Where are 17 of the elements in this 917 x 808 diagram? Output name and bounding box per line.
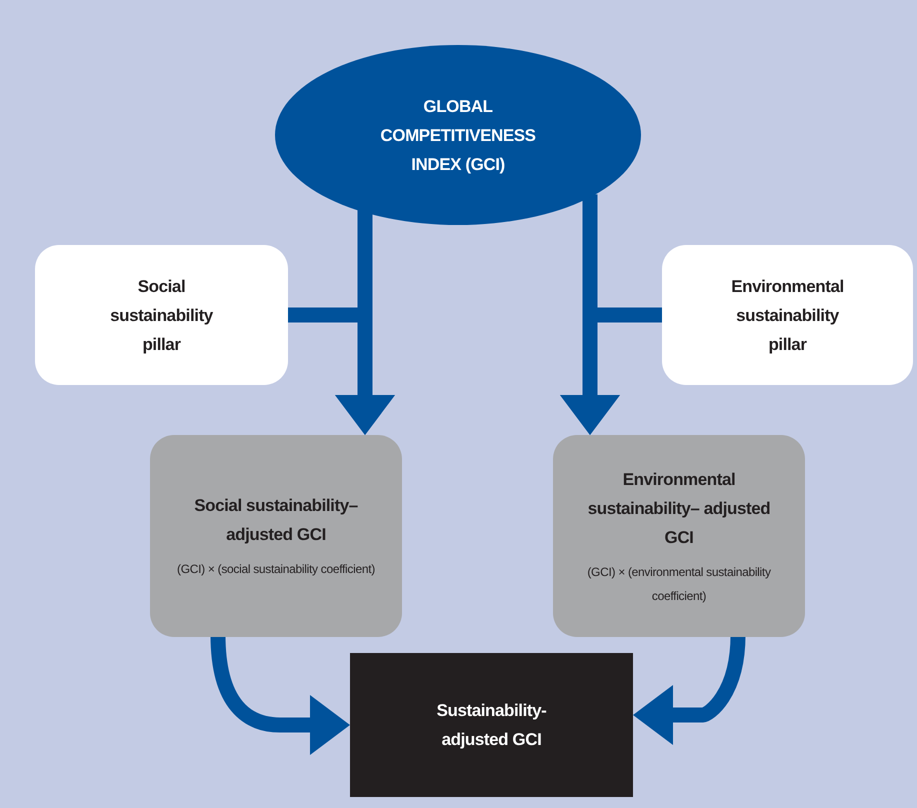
node-title: Environmental sustainability– adjusted GCI [586,468,772,548]
arrow [560,308,662,435]
formula-text: (GCI) × (social sustainability coefficient) [176,561,376,578]
node-title: GLOBAL COMPETITIVENESS INDEX (GCI) [379,96,537,176]
pillar-box [35,245,288,385]
node-title: Social sustainability pillar [109,276,214,356]
formula-text: (GCI) × (environmental sustainability coefficient) [586,564,772,604]
adjusted-index-box [150,435,402,637]
node-title: Social sustainability– adjusted GCI [193,495,359,546]
pillar-box [662,245,913,385]
adjusted-index-box [553,435,805,637]
node-title: Environmental sustainability pillar [730,276,845,356]
arrow [210,634,350,755]
node-title: Sustainability- adjusted GCI [436,700,548,751]
arrow [288,308,395,435]
arrow [633,634,746,745]
result-box [350,653,633,797]
